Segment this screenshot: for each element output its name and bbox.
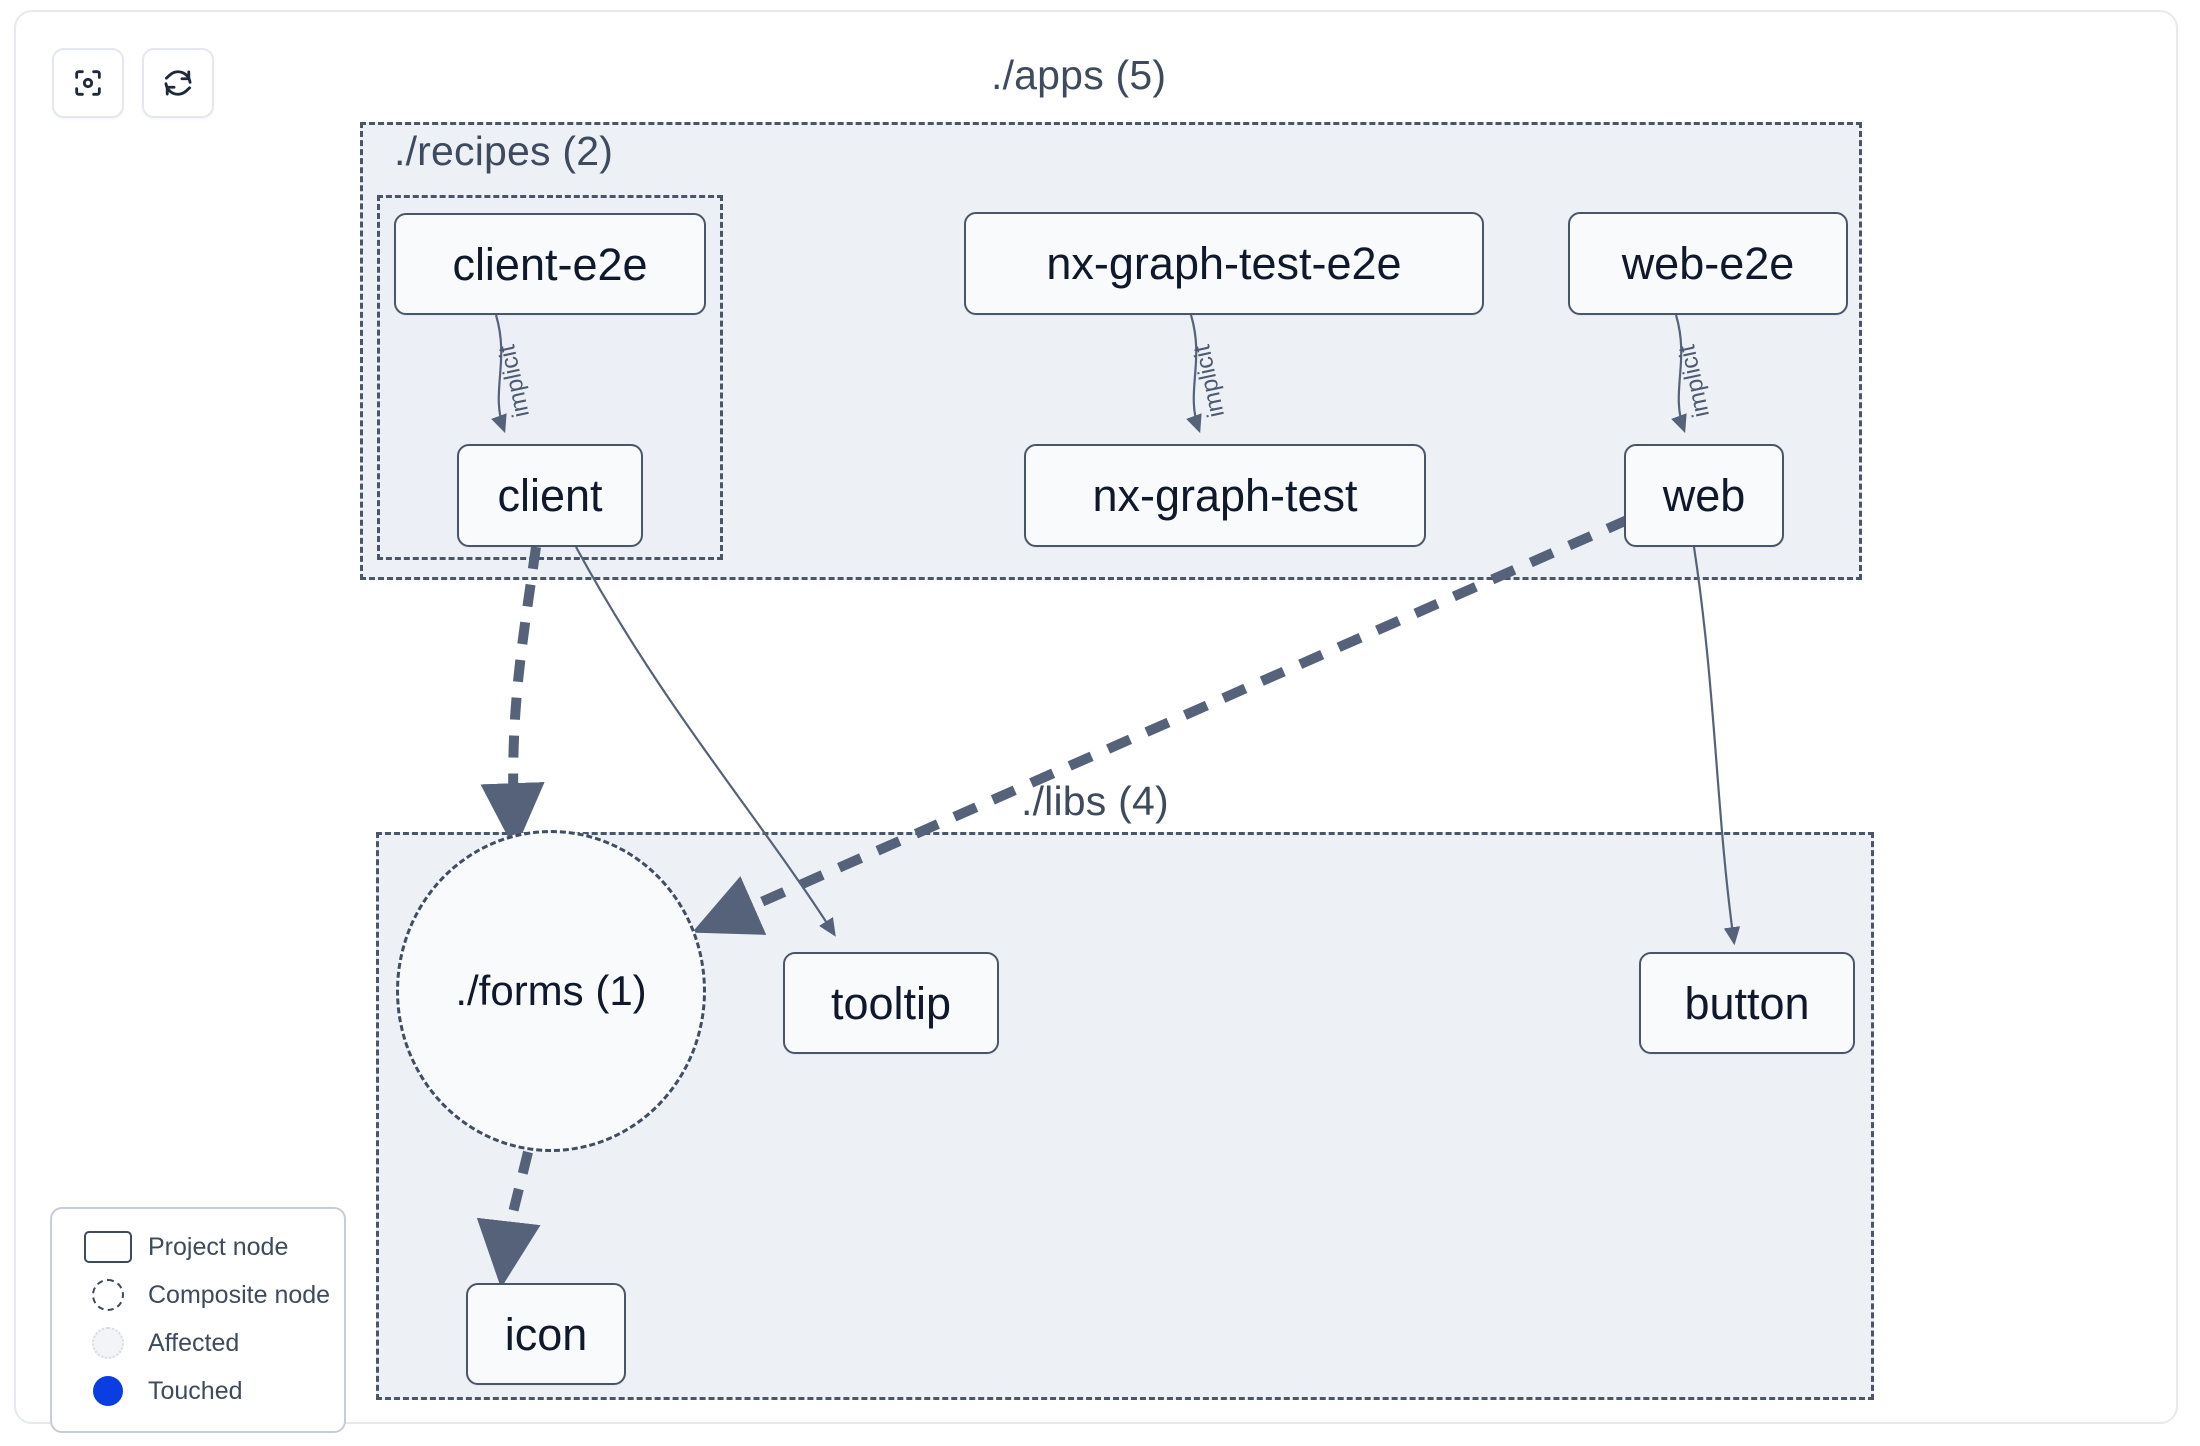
- refresh-graph-button[interactable]: [142, 48, 214, 118]
- legend-item-touched: Touched: [52, 1367, 344, 1415]
- node-label: button: [1684, 977, 1810, 1029]
- dependency-graph-canvas[interactable]: ./apps (5) ./recipes (2) ./libs (4): [16, 12, 2176, 1422]
- legend-item-affected: Affected: [52, 1319, 344, 1367]
- node-label: web-e2e: [1621, 238, 1795, 289]
- graph-node-forms[interactable]: ./forms (1): [396, 830, 706, 1152]
- legend-label: Touched: [148, 1376, 243, 1405]
- legend-label: Affected: [148, 1328, 240, 1357]
- graph-toolbar: [52, 48, 214, 118]
- graph-node-button[interactable]: button: [1639, 952, 1855, 1054]
- graph-legend: Project node Composite node Affected Tou…: [50, 1207, 346, 1433]
- legend-item-composite-node: Composite node: [52, 1271, 344, 1319]
- project-node-swatch-icon: [80, 1231, 136, 1263]
- refresh-icon: [161, 66, 195, 100]
- graph-node-nx-graph-test[interactable]: nx-graph-test: [1024, 444, 1426, 547]
- group-label-libs: ./libs (4): [1021, 778, 1169, 824]
- touched-swatch-icon: [80, 1376, 136, 1406]
- focus-graph-button[interactable]: [52, 48, 124, 118]
- graph-node-client[interactable]: client: [457, 444, 643, 547]
- graph-node-nx-graph-test-e2e[interactable]: nx-graph-test-e2e: [964, 212, 1484, 315]
- node-label: nx-graph-test: [1092, 470, 1358, 521]
- group-label-apps: ./apps (5): [991, 52, 1167, 98]
- node-label: web: [1662, 470, 1746, 521]
- composite-node-swatch-icon: [80, 1279, 136, 1311]
- legend-item-project-node: Project node: [52, 1223, 344, 1271]
- node-label: client: [497, 470, 603, 521]
- node-label: ./forms (1): [455, 967, 647, 1014]
- graph-node-client-e2e[interactable]: client-e2e: [394, 213, 706, 315]
- graph-card: ./apps (5) ./recipes (2) ./libs (4): [14, 10, 2178, 1433]
- group-label-recipes: ./recipes (2): [394, 128, 614, 174]
- graph-node-icon[interactable]: icon: [466, 1283, 626, 1385]
- node-label: tooltip: [830, 977, 952, 1029]
- node-label: icon: [504, 1308, 588, 1360]
- legend-label: Composite node: [148, 1280, 331, 1309]
- graph-node-web-e2e[interactable]: web-e2e: [1568, 212, 1848, 315]
- graph-node-tooltip[interactable]: tooltip: [783, 952, 999, 1054]
- legend-label: Project node: [148, 1232, 289, 1261]
- affected-swatch-icon: [80, 1327, 136, 1359]
- graph-node-web[interactable]: web: [1624, 444, 1784, 547]
- focus-target-icon: [71, 66, 105, 100]
- edge-client-to-forms: [480, 546, 545, 851]
- node-label: client-e2e: [452, 238, 648, 290]
- node-label: nx-graph-test-e2e: [1046, 238, 1402, 289]
